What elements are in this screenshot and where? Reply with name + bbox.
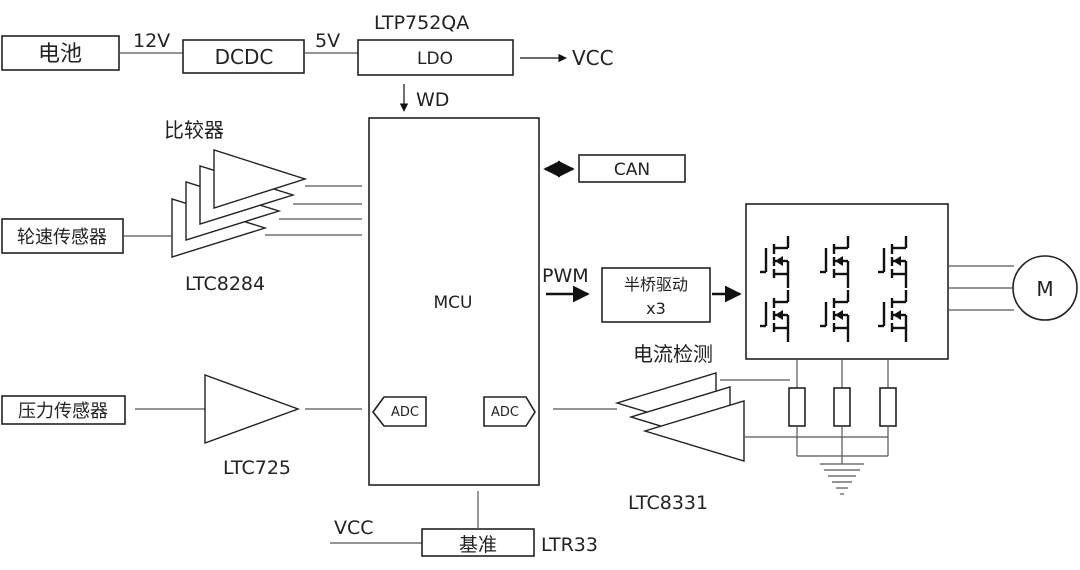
pressure-part-label: LTC725 — [223, 457, 291, 479]
ref-vcc-label: VCC — [334, 517, 374, 539]
pressure-sensor-block — [1, 395, 126, 425]
mosfet-array — [760, 236, 908, 342]
dcdc-block — [182, 39, 305, 74]
current-sense-part-label: LTC8331 — [628, 492, 708, 514]
dcdc-label: DCDC — [215, 45, 274, 69]
half-bridge-driver-block — [601, 267, 711, 323]
ground-symbol — [820, 456, 864, 495]
current-sense-title: 电流检测 — [633, 342, 713, 366]
wheel-sensor-label: 轮速传感器 — [17, 227, 107, 248]
v5-label: 5V — [315, 30, 340, 52]
mosfet-icon — [878, 236, 908, 288]
reference-part-label: LTR33 — [541, 534, 598, 556]
mosfet-icon — [878, 290, 908, 342]
comparator-title: 比较器 — [164, 118, 224, 142]
v12-label: 12V — [133, 30, 170, 52]
adc-left-label: ADC — [391, 405, 419, 420]
reference-label: 基准 — [459, 534, 497, 556]
shunt-resistor-1 — [788, 387, 806, 427]
pressure-amplifier — [204, 373, 301, 445]
ldo-label: LDO — [417, 49, 453, 69]
ldo-part-label: LTP752QA — [374, 12, 469, 34]
battery-block — [1, 35, 120, 71]
adc-left-block — [371, 396, 427, 427]
mosfet-icon — [820, 290, 850, 342]
vcc-out-label: VCC — [572, 46, 614, 70]
mcu-label: MCU — [434, 293, 473, 313]
mosfet-icon — [760, 290, 790, 342]
comparator-part-label: LTC8284 — [185, 273, 265, 295]
ldo-block — [357, 39, 514, 76]
battery-label: 电池 — [38, 42, 82, 67]
adc-right-block — [483, 396, 536, 427]
pressure-sensor-label: 压力传感器 — [18, 401, 108, 422]
shunt-resistor-3 — [879, 387, 897, 427]
shunt-resistor-2 — [833, 387, 851, 427]
mosfet-icon — [760, 236, 790, 288]
motor-circle — [1012, 255, 1078, 321]
wd-label: WD — [416, 89, 449, 111]
can-label: CAN — [614, 160, 650, 180]
comparator-stack — [171, 149, 308, 258]
driver-label-line1: 半桥驱动 — [624, 275, 688, 294]
pwm-label: PWM — [542, 265, 589, 287]
driver-label-line2: x3 — [646, 299, 666, 318]
can-block — [578, 154, 686, 183]
adc-right-label: ADC — [491, 405, 519, 420]
motor-label: M — [1036, 277, 1053, 301]
mosfet-icon — [820, 236, 850, 288]
current-sense-amplifiers — [614, 372, 745, 462]
reference-block — [421, 528, 535, 557]
